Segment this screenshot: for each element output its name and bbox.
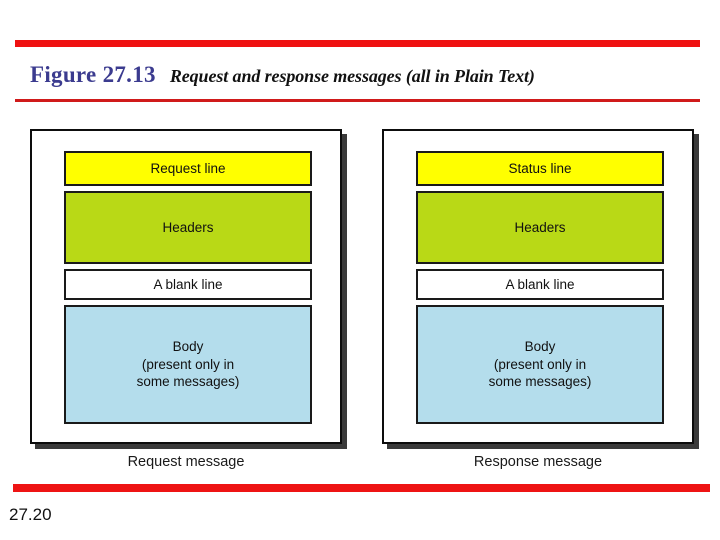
block-request-headers: Headers — [64, 191, 312, 264]
page-number: 27.20 — [9, 505, 52, 524]
block-status-line: Status line — [416, 151, 664, 186]
block-response-headers-label: Headers — [514, 219, 566, 235]
block-request-body-subline-1: (present only in — [141, 356, 235, 372]
response-message-block-stack: Status line Headers A blank line Body (p… — [416, 151, 664, 424]
request-message-panel: Request line Headers A blank line Body (… — [30, 129, 342, 444]
request-message-block-stack: Request line Headers A blank line Body (… — [64, 151, 312, 424]
block-status-line-label: Status line — [508, 160, 572, 176]
title-underline-rule — [15, 99, 700, 102]
block-response-body: Body (present only in some messages) — [416, 305, 664, 424]
block-request-headers-label: Headers — [162, 219, 214, 235]
bottom-red-rule — [13, 484, 710, 492]
block-response-blank-line-label: A blank line — [505, 276, 575, 292]
block-response-body-label: Body — [524, 338, 556, 354]
response-message-caption: Response message — [473, 454, 603, 470]
figure-title: Figure 27.13 Request and response messag… — [30, 62, 535, 88]
block-response-body-subline-2: some messages) — [488, 374, 592, 390]
response-message-panel: Status line Headers A blank line Body (p… — [382, 129, 694, 444]
request-message-caption: Request message — [127, 454, 245, 470]
figure-number: Figure 27.13 — [30, 62, 156, 87]
block-request-body-label: Body — [172, 338, 204, 354]
block-response-blank-line: A blank line — [416, 269, 664, 300]
block-request-blank-line: A blank line — [64, 269, 312, 300]
block-request-line-label: Request line — [150, 160, 226, 176]
top-red-rule — [15, 40, 700, 47]
block-request-blank-line-label: A blank line — [153, 276, 223, 292]
block-request-body: Body (present only in some messages) — [64, 305, 312, 424]
block-response-body-subline-1: (present only in — [493, 356, 587, 372]
figure-caption: Request and response messages (all in Pl… — [169, 66, 535, 86]
block-response-headers: Headers — [416, 191, 664, 264]
block-request-body-subline-2: some messages) — [136, 374, 240, 390]
block-request-line: Request line — [64, 151, 312, 186]
